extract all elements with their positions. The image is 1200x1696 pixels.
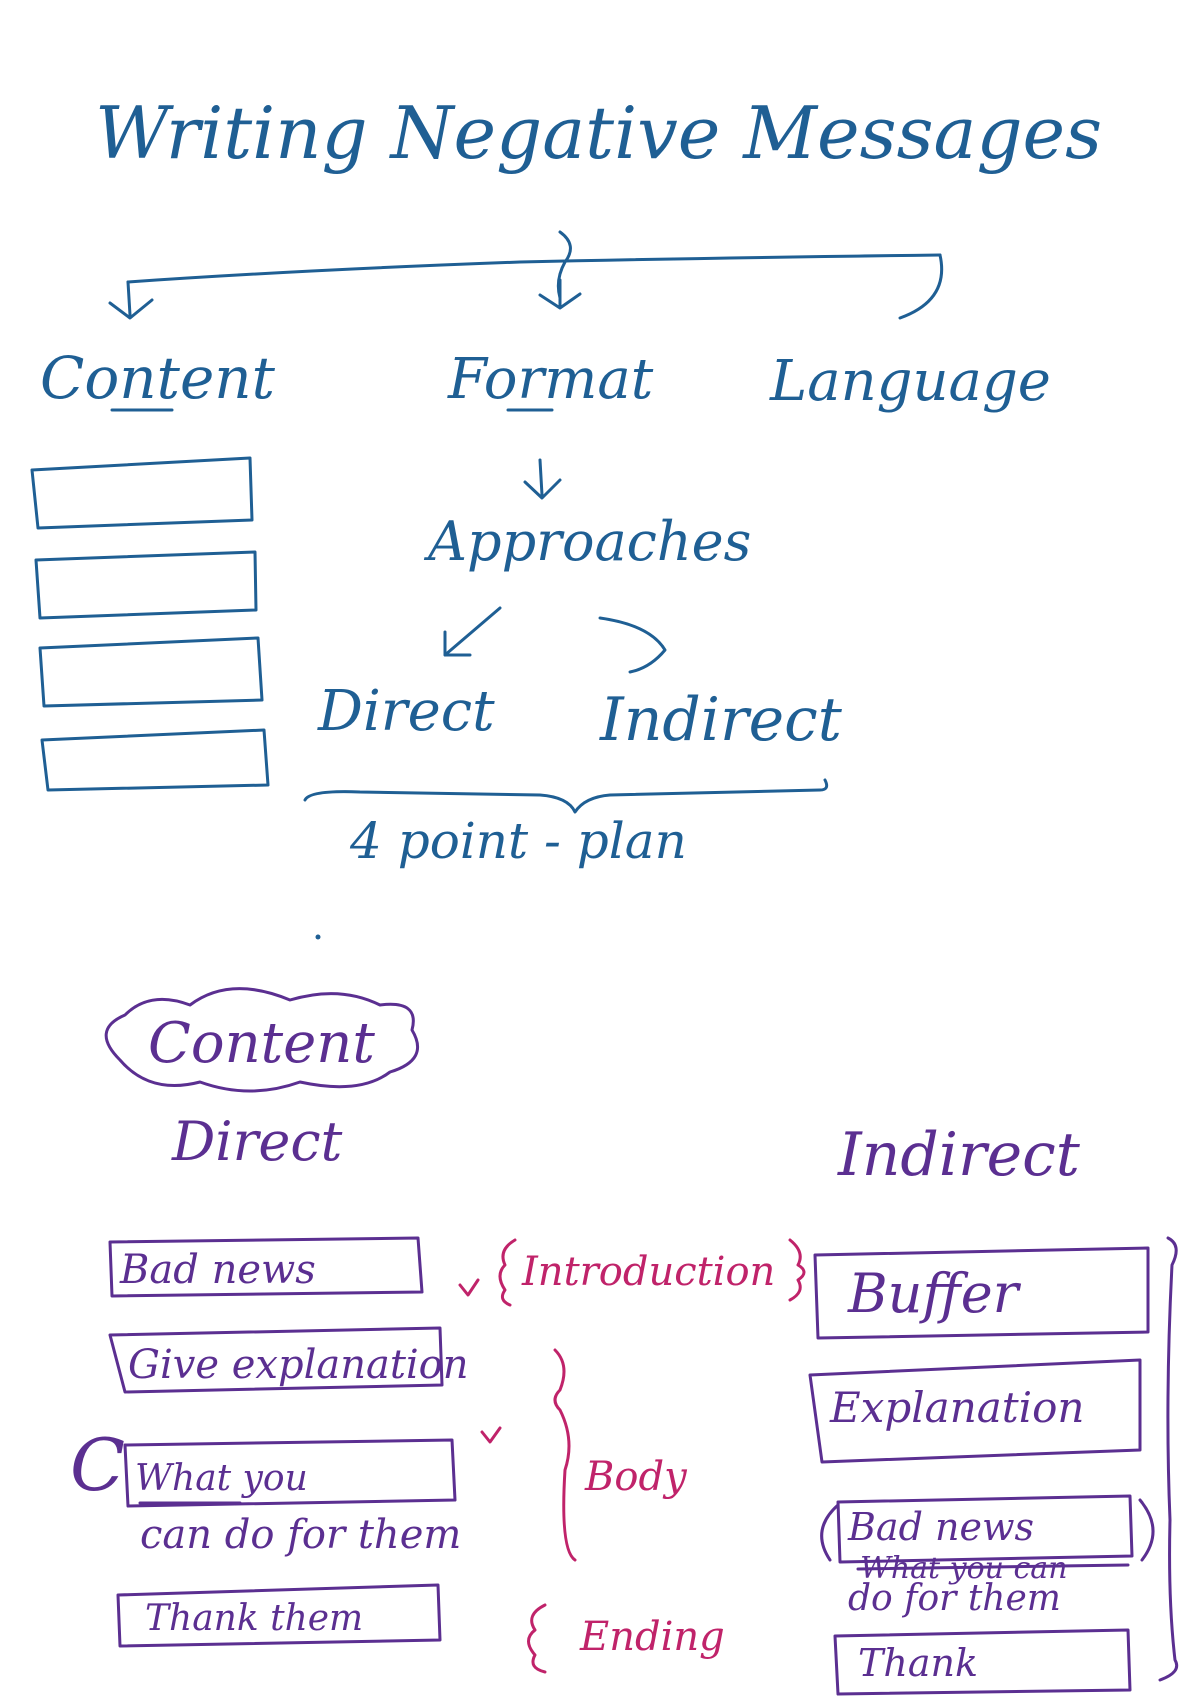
direct-box-label-line2: can do for them: [140, 1512, 461, 1558]
brace-body: [553, 1348, 577, 1562]
approaches-label: Approaches: [423, 510, 751, 573]
indirect-box-label: Thank: [858, 1641, 978, 1685]
plan-label: 4 point - plan: [349, 812, 687, 870]
arrow-to-language: [898, 253, 944, 320]
section-body: Body: [584, 1454, 688, 1500]
direct-box-label: Give explanation: [128, 1342, 469, 1388]
arrow-to-content: [108, 280, 154, 320]
direct-box-label: Thank them: [145, 1598, 363, 1639]
branch-content: Content: [40, 344, 276, 412]
indirect-box: [808, 1358, 1142, 1464]
branch-format: Format: [447, 347, 654, 412]
direct-box-label: Bad news: [119, 1247, 316, 1293]
indirect-box: [813, 1246, 1150, 1340]
section-ending: Ending: [579, 1614, 725, 1660]
indirect-heading: Indirect: [837, 1120, 1081, 1190]
content-cloud: [104, 987, 420, 1093]
indirect-box-label-line3: do for them: [848, 1578, 1061, 1619]
branch-stem: [556, 230, 572, 300]
direct-box: [123, 1438, 457, 1508]
indirect-right-brace: [1158, 1236, 1179, 1682]
brace-ending: [527, 1603, 547, 1674]
indirect-box: [833, 1628, 1132, 1696]
direct-box: [108, 1326, 444, 1394]
cloud-label: Content: [148, 1011, 375, 1076]
indirect-column: Buffer Explanation Bad news What you can…: [808, 1236, 1179, 1696]
indirect-box-label: Explanation: [829, 1383, 1084, 1432]
content-box: [38, 636, 264, 708]
branch-language: Language: [769, 349, 1051, 414]
arrow-to-indirect: [598, 616, 667, 674]
content-box: [40, 728, 270, 792]
content-box: [34, 550, 258, 620]
direct-box: [116, 1583, 442, 1648]
section-introduction: Introduction: [521, 1249, 775, 1295]
indirect-box-label: Buffer: [847, 1262, 1022, 1325]
section-labels: Introduction Body Ending: [458, 1238, 806, 1674]
arrow-to-direct: [443, 606, 502, 657]
arrow-to-format: [538, 278, 582, 310]
indirect-box-label: Bad news: [847, 1505, 1034, 1549]
strike-line: [856, 1563, 1130, 1571]
tick-mark: [458, 1278, 480, 1297]
stray-dot: [315, 934, 321, 940]
content-boxes: [30, 456, 270, 792]
direct-box: [108, 1236, 424, 1298]
branch-bar: [126, 253, 942, 284]
indirect-box: [836, 1494, 1134, 1564]
brace-introduction: [498, 1238, 517, 1307]
margin-letter: C: [70, 1423, 125, 1507]
content-box: [30, 456, 254, 530]
direct-box-label: What you: [135, 1458, 308, 1499]
branch-connectors: [108, 230, 944, 320]
plan-brace: [303, 778, 829, 814]
page-title: Writing Negative Messages: [95, 91, 1102, 175]
paren-right: [1138, 1498, 1155, 1562]
approach-direct: Direct: [317, 679, 495, 744]
approach-indirect: Indirect: [599, 685, 843, 755]
paren-left: [820, 1503, 840, 1562]
arrow-to-approaches: [523, 458, 562, 500]
tick-mark: [480, 1426, 502, 1444]
direct-heading: Direct: [171, 1110, 343, 1173]
direct-column: Bad news Give explanation What you can d…: [70, 1236, 469, 1648]
brace-introduction-right: [788, 1238, 806, 1302]
